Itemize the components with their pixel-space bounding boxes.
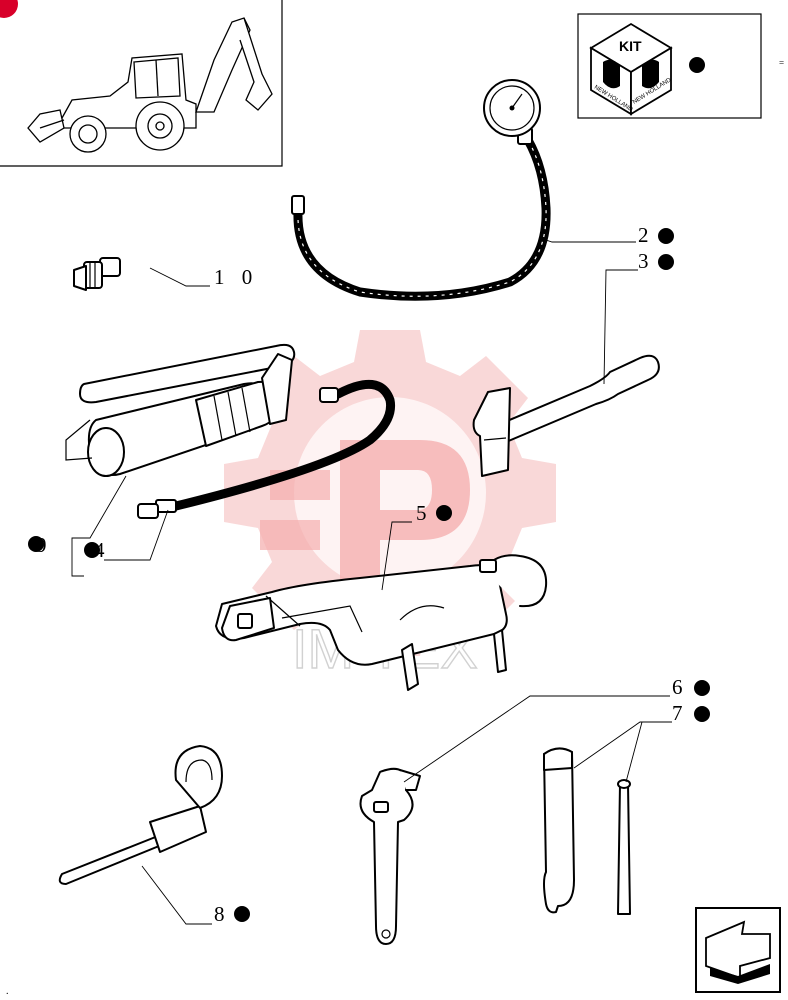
callout-4: 4 <box>84 538 111 562</box>
corner-badge <box>0 0 18 18</box>
callout-bullet-5 <box>436 505 452 521</box>
page-edge-dot: . <box>6 986 9 997</box>
callout-bullet-2 <box>658 228 674 244</box>
callout-bullet-3 <box>658 254 674 270</box>
leader-lines <box>71 239 672 925</box>
backhoe-loader-illustration <box>27 17 273 153</box>
callout-label-10: 1 0 <box>214 265 258 289</box>
edge-mark: = <box>779 58 784 68</box>
kit-label: KIT <box>619 38 642 54</box>
callout-7: 7 <box>672 701 710 725</box>
callout-bullet-9 <box>28 536 44 552</box>
callout-label-3: 3 <box>638 249 655 273</box>
callout-10: 1 0 <box>214 265 258 289</box>
callout-label-9: 9 <box>36 533 53 557</box>
kit-box: KIT NEW HOLLAND NEW HOLLAND <box>577 13 762 119</box>
part-5-tool-bag <box>215 554 548 691</box>
callout-6: 6 <box>672 675 710 699</box>
callout-bullet-4 <box>84 542 100 558</box>
part-10-hose-fitting <box>73 201 201 291</box>
callout-label-5: 5 <box>416 501 433 525</box>
part-3-hammer <box>472 354 660 477</box>
part-7-box-spanner <box>543 747 631 915</box>
callout-5: 5 <box>416 501 452 525</box>
next-page-arrow-icon[interactable] <box>695 907 781 993</box>
callout-bullet-6 <box>694 680 710 696</box>
callout-label-8: 8 <box>214 902 231 926</box>
machine-thumbnail <box>0 0 283 167</box>
part-8-pin <box>58 745 223 885</box>
callout-label-2: 2 <box>638 223 655 247</box>
part-4-grease-hose <box>137 379 396 519</box>
callout-label-6: 6 <box>672 675 689 699</box>
callout-8: 8 <box>214 902 250 926</box>
callout-label-4: 4 <box>94 538 111 562</box>
kit-bullet <box>689 57 705 73</box>
part-9-grease-gun <box>65 343 296 477</box>
callout-label-7: 7 <box>672 701 689 725</box>
part-2-pressure-gauge <box>291 79 551 301</box>
part-6-adjustable-wrench <box>359 767 421 945</box>
callout-3: 3 <box>638 249 674 273</box>
callout-bullet-8 <box>234 906 250 922</box>
callout-bullet-7 <box>694 706 710 722</box>
callout-2: 2 <box>638 223 674 247</box>
callout-9: 9 <box>28 533 53 557</box>
